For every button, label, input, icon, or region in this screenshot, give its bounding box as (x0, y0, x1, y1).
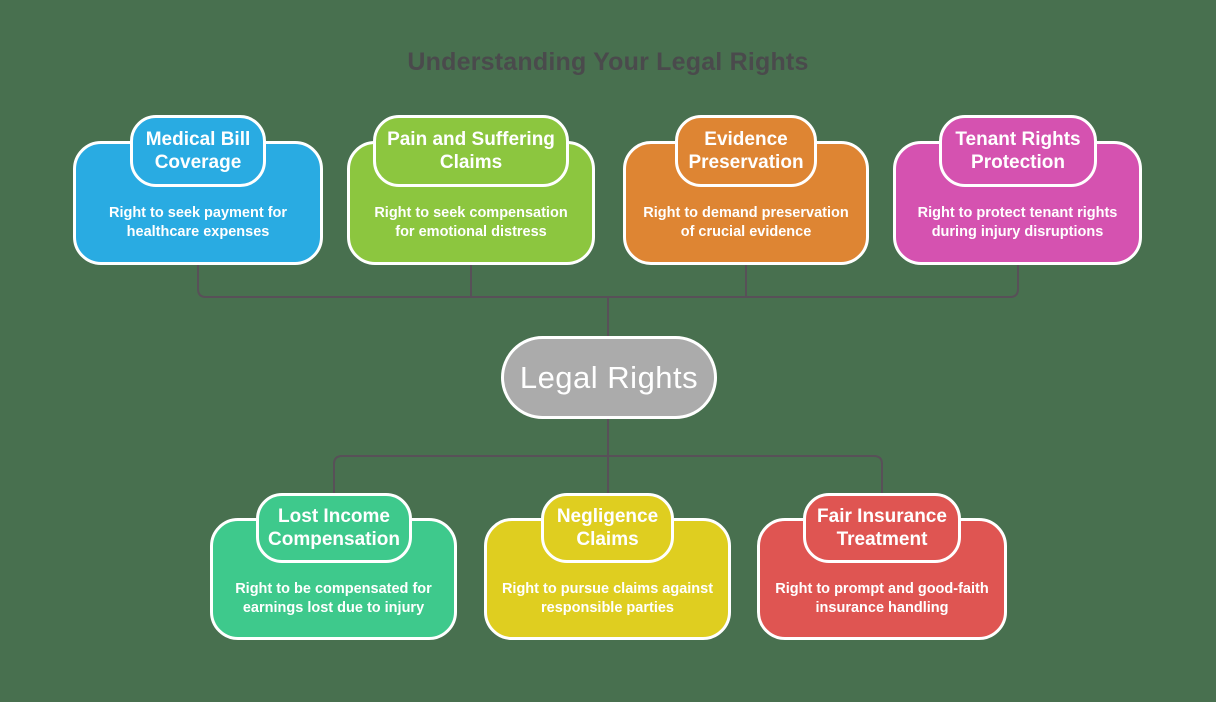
bottom-bus-connector (333, 455, 883, 493)
node-title-pill-tenant-rights-protection: Tenant Rights Protection (939, 115, 1097, 187)
node-title: Tenant Rights Protection (955, 128, 1081, 173)
node-title-pill-medical-bill-coverage: Medical Bill Coverage (130, 115, 266, 187)
diagram-title: Understanding Your Legal Rights (407, 48, 809, 76)
node-description: Right to seek payment for healthcare exp… (108, 205, 288, 240)
node-description: Right to pursue claims against responsib… (501, 581, 714, 616)
connector-group (197, 264, 1019, 493)
node-title-pill-fair-insurance-treatment: Fair Insurance Treatment (803, 493, 961, 563)
node-title: Medical Bill Coverage (145, 128, 251, 173)
node-description: Right to be compensated for earnings los… (235, 581, 432, 616)
node-description: Right to prompt and good-faith insurance… (775, 581, 989, 616)
node-description: Right to protect tenant rights during in… (917, 205, 1118, 240)
node-evidence-preservation: Right to demand preservation of crucial … (623, 141, 869, 265)
node-title-pill-negligence-claims: Negligence Claims (541, 493, 674, 563)
node-title: Fair Insurance Treatment (817, 505, 947, 550)
node-title: Pain and Suffering Claims (387, 128, 555, 173)
node-title: Evidence Preservation (688, 128, 804, 173)
center-node-legal-rights: Legal Rights (501, 336, 717, 419)
node-title-pill-evidence-preservation: Evidence Preservation (675, 115, 817, 187)
node-description: Right to demand preservation of crucial … (643, 205, 849, 240)
node-title-pill-pain-and-suffering-claims: Pain and Suffering Claims (373, 115, 569, 187)
node-description: Right to seek compensation for emotional… (374, 205, 568, 240)
node-title: Lost Income Compensation (268, 505, 400, 550)
node-title-pill-lost-income-compensation: Lost Income Compensation (256, 493, 412, 563)
node-title: Negligence Claims (556, 505, 659, 550)
center-node-label: Legal Rights (519, 359, 699, 395)
top-bus-connector (197, 264, 1019, 298)
